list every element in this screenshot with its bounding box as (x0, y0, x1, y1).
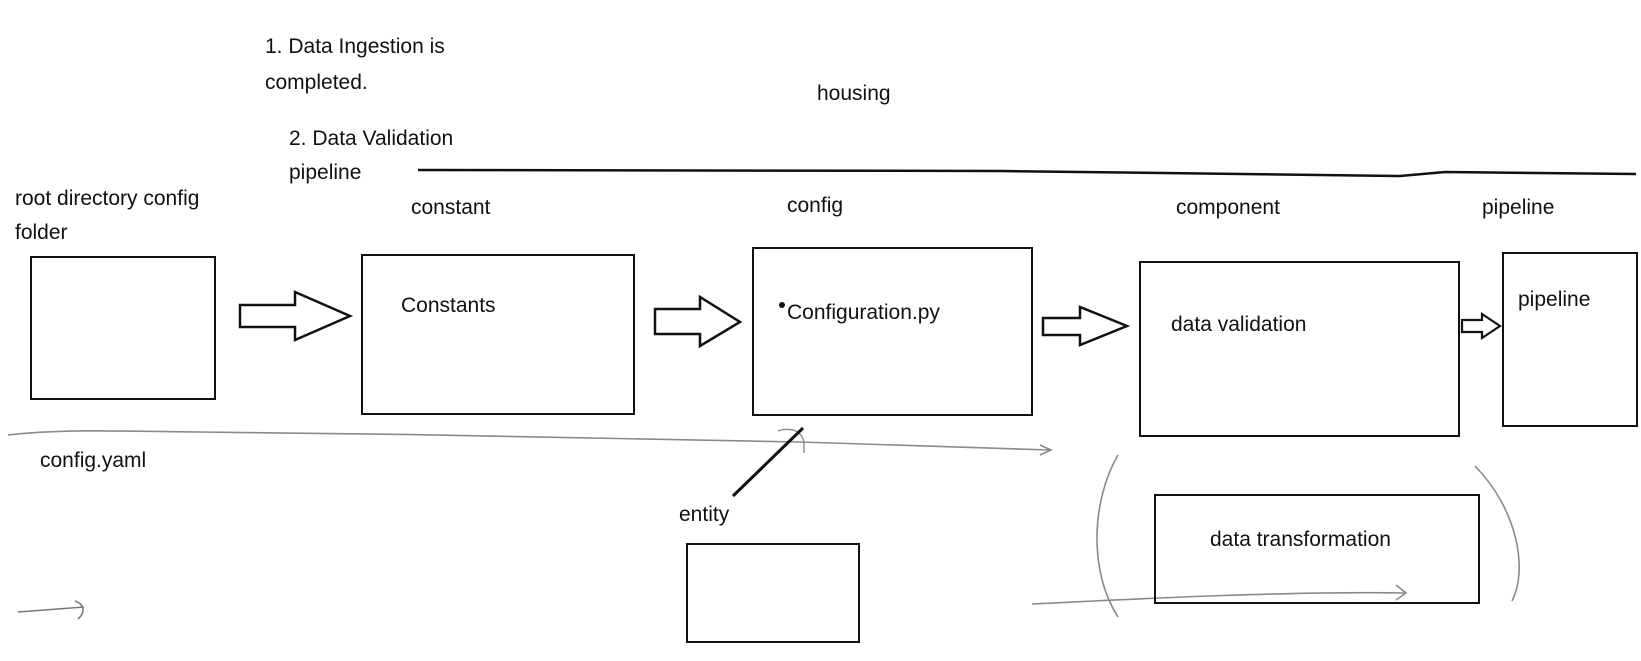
entity-label: entity (679, 503, 730, 526)
configuration-box-label: Configuration.py (787, 301, 940, 324)
data-validation-box-label: data validation (1171, 313, 1307, 336)
config-yaml-flow-line (7, 430, 1051, 451)
entity-box (686, 543, 860, 643)
data-transformation-box-label: data transformation (1210, 528, 1391, 551)
divider-line (417, 168, 1637, 178)
arrow-config-to-component (1041, 305, 1131, 347)
bottom-left-arrow (17, 600, 85, 620)
column-header-component: component (1176, 196, 1280, 219)
note-validation-line1: 2. Data Validation (289, 127, 454, 150)
note-ingestion-line1: 1. Data Ingestion is (265, 35, 445, 58)
data-transformation-box: data transformation (1154, 494, 1480, 604)
config-yaml-label: config.yaml (40, 449, 147, 472)
transformation-flow-line (1031, 591, 1406, 605)
root-directory-label-line1: root directory config (15, 187, 200, 210)
pipeline-box-label: pipeline (1518, 288, 1591, 311)
ink-dot (779, 302, 785, 308)
root-config-folder-box (30, 256, 216, 400)
root-directory-label-line2: folder (15, 221, 68, 244)
arrow-constants-to-config (653, 294, 743, 349)
data-validation-box: data validation (1139, 261, 1460, 437)
arrow-component-to-pipeline (1460, 311, 1502, 341)
column-header-pipeline: pipeline (1482, 196, 1555, 219)
config-flow-hook (777, 428, 805, 453)
config-yaml-flow-arrowhead (1039, 444, 1053, 456)
entity-connector-line (731, 426, 805, 498)
project-label-housing: housing (817, 82, 891, 105)
constants-box-label: Constants (401, 294, 496, 317)
column-header-constant: constant (411, 196, 491, 219)
transformation-flow-arrowhead (1395, 584, 1408, 601)
configuration-box: Configuration.py (752, 247, 1033, 416)
note-ingestion-line2: completed. (265, 71, 368, 94)
pipeline-box: pipeline (1502, 252, 1638, 427)
constants-box: Constants (361, 254, 635, 415)
left-bracket (1096, 454, 1119, 618)
right-bracket (1474, 465, 1520, 602)
arrow-root-to-constants (238, 290, 354, 342)
note-validation-line2: pipeline (289, 161, 362, 184)
column-header-config: config (787, 194, 844, 217)
